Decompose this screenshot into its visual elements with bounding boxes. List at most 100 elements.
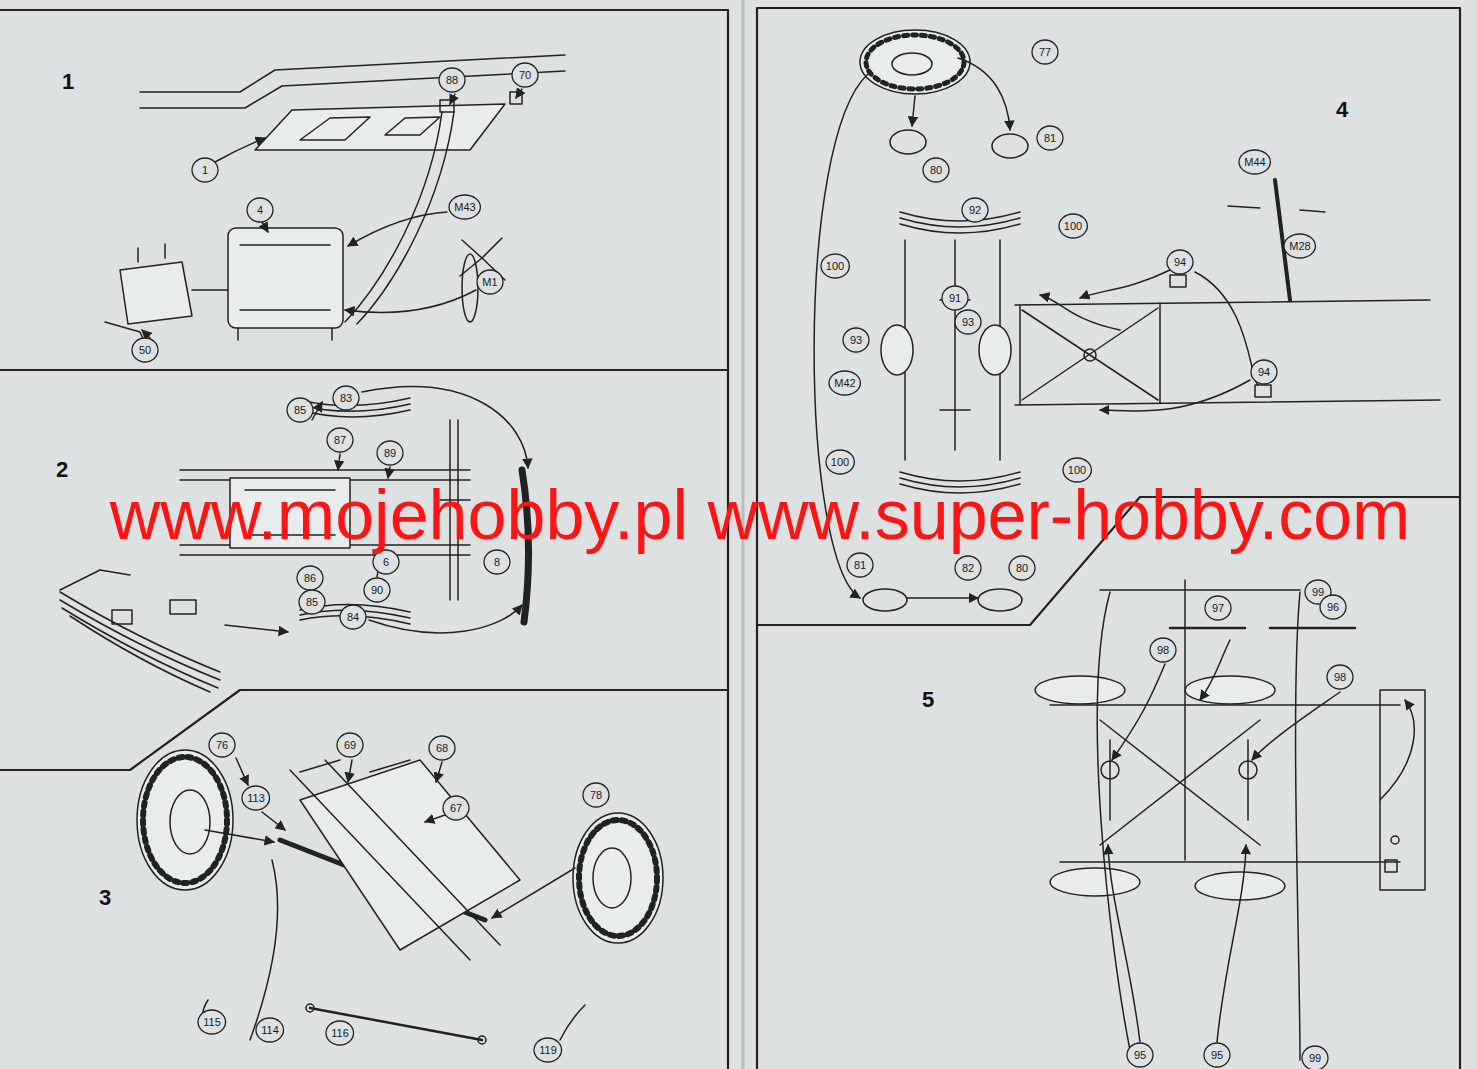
- callout-ring: [484, 550, 510, 574]
- callout-circle: 78: [582, 782, 610, 808]
- step-number: 4: [1336, 97, 1348, 123]
- callout-number: 93: [962, 316, 974, 329]
- engine: [105, 228, 343, 346]
- leader-line: [205, 758, 575, 918]
- callout-circle: 80: [1008, 555, 1036, 581]
- callout-number: 84: [347, 611, 359, 624]
- callout-circle: 81: [1036, 125, 1064, 151]
- callout-number: 100: [831, 456, 849, 469]
- callout-number: 99: [1312, 586, 1324, 599]
- callout-ring: [373, 550, 399, 574]
- callout-ring: [198, 1010, 226, 1034]
- callout-number: 100: [1068, 464, 1086, 477]
- callout-circle: 116: [325, 1020, 355, 1046]
- callout-number: M28: [1289, 240, 1310, 253]
- callout-circle: 89: [376, 440, 404, 466]
- callout-number: 95: [1211, 1049, 1223, 1062]
- callout-ring: [377, 441, 403, 465]
- callout-circle: 86: [296, 565, 324, 591]
- callout-number: 6: [383, 556, 389, 569]
- callout-circle: 115: [197, 1009, 227, 1035]
- callout-number: 113: [247, 792, 265, 805]
- callout-circle: 87: [326, 427, 354, 453]
- callout-circle: 119: [533, 1037, 563, 1063]
- callout-number: 85: [306, 596, 318, 609]
- callout-circle: 114: [255, 1017, 285, 1043]
- callout-circle: 76: [208, 732, 236, 758]
- callout-number: 97: [1212, 602, 1224, 615]
- callout-circle: 90: [363, 577, 391, 603]
- callout-ring: [534, 1038, 562, 1062]
- callout-ring: [923, 158, 949, 182]
- callout-number: M42: [834, 377, 855, 390]
- callout-circle: 98: [1326, 664, 1354, 690]
- callout-circle: 69: [336, 732, 364, 758]
- callout-ring: [942, 286, 968, 310]
- callout-number: 86: [304, 572, 316, 585]
- callout-circle: 93: [954, 309, 982, 335]
- callout-number: 67: [450, 802, 462, 815]
- callout-number: 50: [139, 344, 151, 357]
- callout-ring: [364, 578, 390, 602]
- callout-circle: 4: [246, 197, 274, 223]
- callout-circle: 113: [241, 785, 271, 811]
- callout-number: 98: [1157, 644, 1169, 657]
- callout-circle: 83: [332, 385, 360, 411]
- callout-number: M43: [454, 201, 475, 214]
- callout-ring: [429, 736, 455, 760]
- callout-circle: 81: [846, 552, 874, 578]
- callout-ring: [337, 733, 363, 757]
- callout-number: 88: [446, 74, 458, 87]
- callout-ring: [1205, 596, 1231, 620]
- callout-circle: 95: [1126, 1042, 1154, 1068]
- leader-line: [142, 89, 522, 338]
- callout-ring: [209, 733, 235, 757]
- callout-number: 116: [331, 1027, 349, 1040]
- callout-number: 93: [850, 334, 862, 347]
- callout-number: 68: [436, 742, 448, 755]
- callout-number: 115: [203, 1016, 221, 1029]
- fan: [460, 238, 505, 322]
- panel-frame: [0, 8, 1460, 1069]
- callout-number: 76: [216, 739, 228, 752]
- callout-number: 81: [1044, 132, 1056, 145]
- callout-number: 91: [949, 292, 961, 305]
- callout-circle: 77: [1031, 39, 1059, 65]
- callout-ring: [1167, 250, 1193, 274]
- callout-circle: 94: [1166, 249, 1194, 275]
- step-number: 5: [922, 687, 934, 713]
- callout-ring: [1032, 40, 1058, 64]
- callout-circle: 68: [428, 735, 456, 761]
- callout-number: 70: [519, 69, 531, 82]
- callout-number: 96: [1327, 601, 1339, 614]
- callout-circle: 100: [825, 449, 855, 475]
- callout-ring: [955, 556, 981, 580]
- callout-circle: 92: [961, 197, 989, 223]
- callout-number: M44: [1244, 156, 1265, 169]
- callout-circle: 95: [1203, 1042, 1231, 1068]
- callout-circle: 70: [511, 62, 539, 88]
- callout-number: 95: [1134, 1049, 1146, 1062]
- callout-ring: [327, 428, 353, 452]
- callout-circle: 8: [483, 549, 511, 575]
- callout-ring: [443, 796, 469, 820]
- callout-number: 78: [590, 789, 602, 802]
- callout-number: 77: [1039, 46, 1051, 59]
- callout-ring: [583, 783, 609, 807]
- chassis-frame: [140, 55, 565, 324]
- callout-circle: M42: [828, 370, 861, 396]
- callout-number: 80: [1016, 562, 1028, 575]
- callout-number: 83: [340, 392, 352, 405]
- callout-circle: M1: [476, 269, 504, 295]
- callout-number: 90: [371, 584, 383, 597]
- callout-number: 8: [494, 556, 500, 569]
- callout-ring: [962, 198, 988, 222]
- callout-number: 80: [930, 164, 942, 177]
- callout-circle: 6: [372, 549, 400, 575]
- step-number: 2: [56, 457, 68, 483]
- callout-circle: 97: [1204, 595, 1232, 621]
- callout-number: 4: [257, 204, 263, 217]
- callout-ring: [1059, 214, 1087, 238]
- callout-ring: [1251, 360, 1277, 384]
- callout-ring: [477, 270, 503, 294]
